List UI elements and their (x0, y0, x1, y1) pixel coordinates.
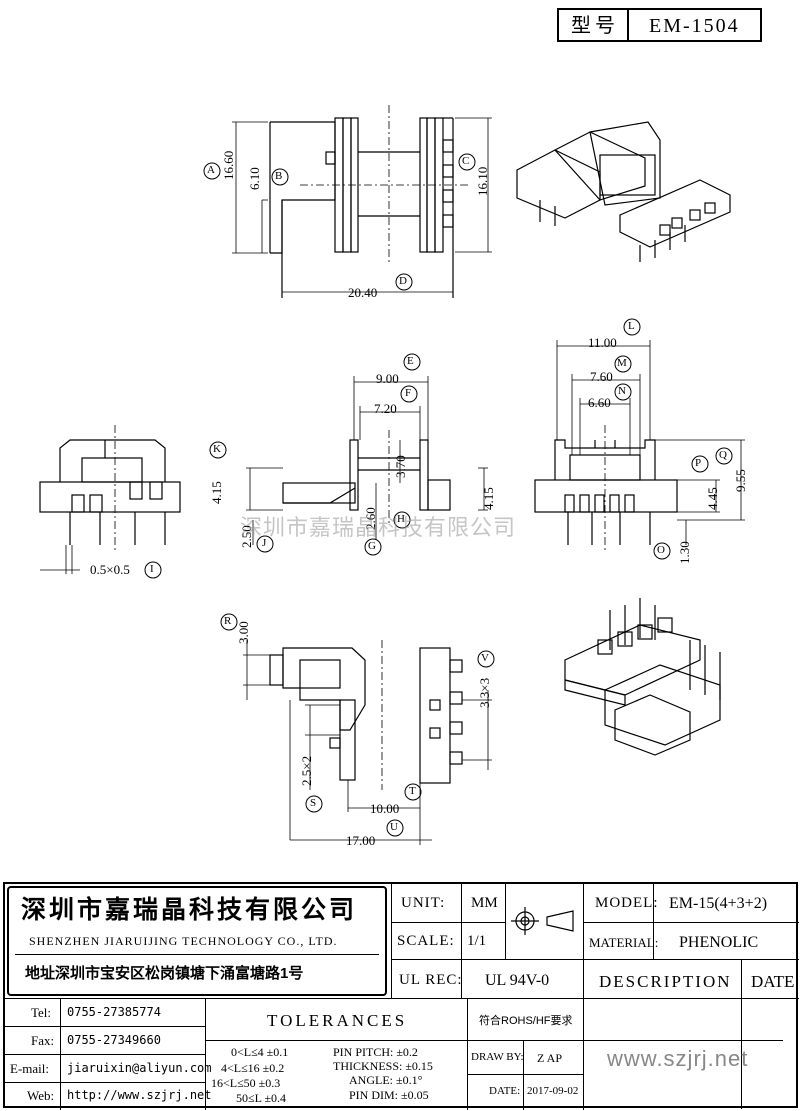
model-title-label: 型号 (571, 15, 619, 37)
dim-11-00: 11.00 (588, 335, 617, 350)
title-block: 深圳市嘉瑞晶科技有限公司 SHENZHEN JIARUIJING TECHNOL… (3, 882, 799, 1110)
dim-7-20: 7.20 (374, 401, 397, 416)
projection-symbol-icon (511, 907, 574, 935)
tel-value: 0755-27385774 (67, 1005, 161, 1019)
callout-r: R (224, 615, 232, 627)
callout-v: V (481, 652, 489, 664)
ul-value: UL 94V-0 (485, 972, 550, 989)
callout-p: P (695, 457, 702, 469)
callout-l: L (628, 320, 635, 332)
draw-by-value: Z AP (537, 1051, 563, 1065)
callout-f: F (405, 387, 412, 399)
dim-16-10: 16.10 (475, 166, 490, 196)
tolerance-row-2: 4<L≤16 ±0.2 (221, 1061, 285, 1075)
isometric-view-1 (516, 121, 731, 262)
callout-j: J (262, 537, 267, 549)
dim-3-3x3: 3.3×3 (477, 677, 492, 708)
company-panel: 深圳市嘉瑞晶科技有限公司 SHENZHEN JIARUIJING TECHNOL… (7, 886, 387, 996)
callout-q: Q (719, 449, 727, 461)
model-value: EM-15(4+3+2) (669, 895, 768, 912)
model-title-box: 型号 EM-1504 (557, 8, 762, 42)
email-label: E-mail: (10, 1061, 49, 1076)
ul-label: UL REC: (399, 972, 463, 988)
callout-h: H (397, 513, 405, 525)
unit-value: MM (471, 895, 498, 911)
callout-e: E (407, 355, 414, 367)
dim-6-60: 6.60 (588, 395, 611, 410)
email-value[interactable]: jiaruixin@aliyun.com (67, 1061, 212, 1075)
callout-g: G (368, 540, 376, 552)
dim-4-45: 4.45 (705, 487, 720, 510)
website-watermark[interactable]: www.szjrj.net (607, 1046, 749, 1071)
company-name-cn: 深圳市嘉瑞晶科技有限公司 (21, 896, 358, 924)
callout-c: C (462, 155, 470, 167)
web-value[interactable]: http://www.szjrj.net (67, 1088, 212, 1102)
tolerances-title: TOLERANCES (267, 1011, 408, 1030)
draw-by-label: DRAW BY: (471, 1051, 524, 1063)
fax-value: 0755-27349660 (67, 1033, 161, 1047)
web-label: Web: (27, 1088, 55, 1103)
rohs-note: 符合ROHS/HF要求 (479, 1015, 573, 1027)
dim-20-40: 20.40 (348, 285, 378, 300)
callout-u: U (390, 821, 398, 833)
pin-dim: PIN DIM: ±0.05 (349, 1088, 429, 1102)
dim-16-60: 16.60 (221, 150, 236, 180)
callout-s: S (310, 797, 317, 809)
dim-3-70: 3.70 (393, 455, 408, 478)
tolerance-row-1: 0<L≤4 ±0.1 (231, 1045, 289, 1059)
callout-i: I (150, 563, 154, 575)
dim-3-00: 3.00 (236, 621, 251, 644)
callout-a: A (207, 164, 215, 176)
callout-o: O (657, 544, 665, 556)
tel-label: Tel: (31, 1005, 52, 1020)
dim-6-10: 6.10 (247, 167, 262, 190)
dim-1-30: 1.30 (677, 541, 692, 564)
dim-9-55: 9.55 (733, 469, 748, 492)
dim-17-00: 17.00 (346, 833, 376, 848)
dim-2-5x2: 2.5×2 (299, 755, 314, 786)
pin-pitch: PIN PITCH: ±0.2 (333, 1045, 418, 1059)
isometric-view-2 (564, 598, 721, 756)
view-top-profile (232, 105, 492, 298)
date-label: DATE: (489, 1085, 521, 1097)
watermark: 深圳市嘉瑞晶科技有限公司 (240, 515, 517, 540)
view-front-left (39, 425, 181, 574)
dim-4-15-a: 4.15 (209, 481, 224, 504)
company-address: 地址深圳市宝安区松岗镇塘下涌富塘路1号 (25, 965, 304, 982)
callout-b: B (275, 170, 283, 182)
model-label: MODEL: (595, 895, 659, 911)
view-side-center (246, 376, 488, 545)
date-value: 2017-09-02 (527, 1085, 579, 1097)
model-title-value: EM-1504 (649, 15, 740, 37)
callout-n: N (618, 385, 626, 397)
unit-label: UNIT: (401, 895, 446, 911)
view-front-right (534, 340, 745, 550)
company-name-en: SHENZHEN JIARUIJING TECHNOLOGY CO., LTD. (29, 934, 338, 948)
tolerance-row-4: 50≤L ±0.4 (236, 1091, 287, 1105)
dim-0-5x0-5: 0.5×0.5 (90, 562, 130, 577)
date-header: DATE (751, 972, 795, 991)
view-bottom-side (243, 640, 492, 845)
thickness: THICKNESS: ±0.15 (333, 1059, 433, 1073)
scale-label: SCALE: (397, 933, 455, 949)
fax-label: Fax: (31, 1033, 55, 1048)
material-label: MATERIAL: (589, 935, 659, 950)
angle: ANGLE: ±0.1° (349, 1073, 423, 1087)
dim-7-60: 7.60 (590, 369, 613, 384)
technical-drawing (39, 105, 745, 845)
callout-d: D (399, 275, 407, 287)
callout-t: T (409, 785, 416, 797)
tolerance-row-3: 16<L≤50 ±0.3 (211, 1076, 281, 1090)
callout-m: M (617, 357, 627, 369)
description-label: DESCRIPTION (599, 972, 732, 991)
callout-k: K (213, 443, 221, 455)
dim-4-15-b: 4.15 (481, 487, 496, 510)
dim-10-00: 10.00 (370, 801, 400, 816)
dim-9-00: 9.00 (376, 371, 399, 386)
material-value: PHENOLIC (679, 934, 759, 951)
scale-value: 1/1 (467, 933, 487, 949)
